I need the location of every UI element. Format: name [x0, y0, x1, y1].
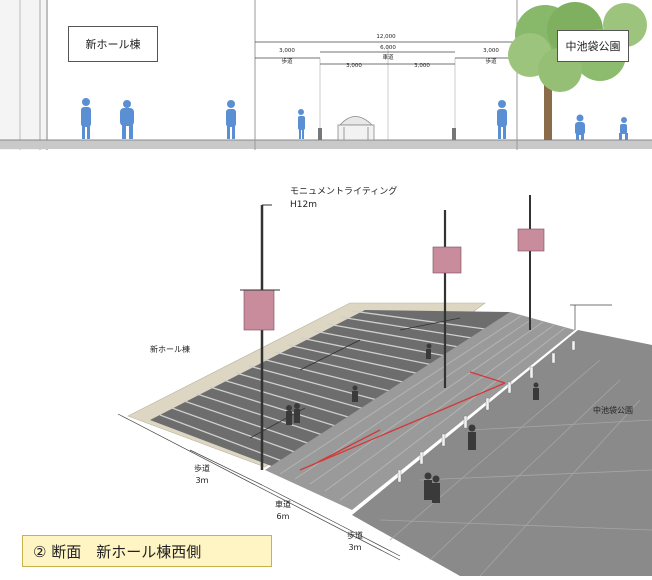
monument-pole-2: [432, 210, 462, 388]
dim-lane-right: 3,000: [414, 63, 430, 69]
dim-total-text: 12,000: [376, 34, 396, 40]
perspective-dim-lines: [117, 304, 612, 561]
dim-roadway: 6,000: [380, 45, 396, 51]
sidewalk-right-grid: [379, 359, 652, 577]
person-figure: [352, 385, 358, 402]
sidewalk-right-label: 歩道: [347, 531, 363, 540]
dim-sidewalk-right-label: 歩道: [485, 59, 497, 65]
sidewalk-left-label: 歩道: [194, 464, 210, 473]
person-figure: [120, 100, 134, 139]
sidewalk-left-width: 3ｍ: [195, 476, 209, 485]
roadway-texture: [279, 315, 566, 501]
route-lines: [299, 371, 506, 471]
roadway-label: 車道: [275, 500, 291, 509]
people-silhouettes: [81, 98, 628, 140]
dim-sidewalk-left-label: 歩道: [281, 59, 293, 65]
monument-pole-1: [240, 204, 280, 470]
sidewalk-dark-paving: [150, 310, 510, 470]
person-figure: [286, 405, 292, 425]
ground-line: [0, 140, 652, 149]
cross-section-drawing: [0, 0, 652, 150]
dim-lane-left: 3,000: [346, 63, 362, 69]
person-figure: [424, 472, 432, 500]
person-figure: [81, 98, 91, 139]
section-right-label: 中池袋公園: [557, 30, 629, 62]
person-figure: [575, 114, 585, 140]
person-figure: [497, 100, 507, 139]
monument-label: モニュメントライティング: [290, 187, 398, 197]
sidewalk-right-width: 3ｍ: [348, 543, 362, 552]
roadway: [265, 312, 575, 510]
person-figure: [432, 475, 440, 503]
perspective-right-label: 中池袋公園: [593, 406, 633, 415]
sidewalk-right-paving: [352, 330, 652, 576]
person-figure: [533, 382, 539, 400]
monument-height: H12m: [290, 200, 317, 210]
shelter: [337, 116, 375, 141]
person-figure: [426, 343, 432, 359]
cross-section: 新ホール棟 中池袋公園 12,000 3,000 歩道 6,000 車道 3,0…: [0, 0, 652, 160]
dim-roadway-label: 車道: [382, 55, 394, 61]
figure-caption: ② 断面 新ホール棟西側: [22, 535, 272, 567]
people-perspective: [286, 343, 539, 503]
bollards: [397, 340, 576, 483]
person-figure: [298, 109, 305, 139]
person-figure: [468, 424, 476, 450]
monument-pole-3: [517, 195, 545, 330]
person-figure: [619, 117, 628, 140]
paving-stripes: [159, 310, 486, 465]
dim-sidewalk-right: 3,000: [483, 48, 499, 54]
perspective-drawing: [117, 195, 652, 577]
section-left-label: 新ホール棟: [68, 26, 158, 62]
person-figure: [294, 403, 300, 423]
person-figure: [226, 100, 236, 139]
roadway-width: 6m: [276, 512, 290, 521]
dim-sidewalk-left: 3,000: [279, 48, 295, 54]
building-facade: [0, 0, 48, 150]
perspective-left-label: 新ホール棟: [150, 345, 190, 354]
perspective-view: モニュメントライティング H12m 新ホール棟 中池袋公園 歩道 3ｍ 車道 6…: [0, 160, 652, 577]
